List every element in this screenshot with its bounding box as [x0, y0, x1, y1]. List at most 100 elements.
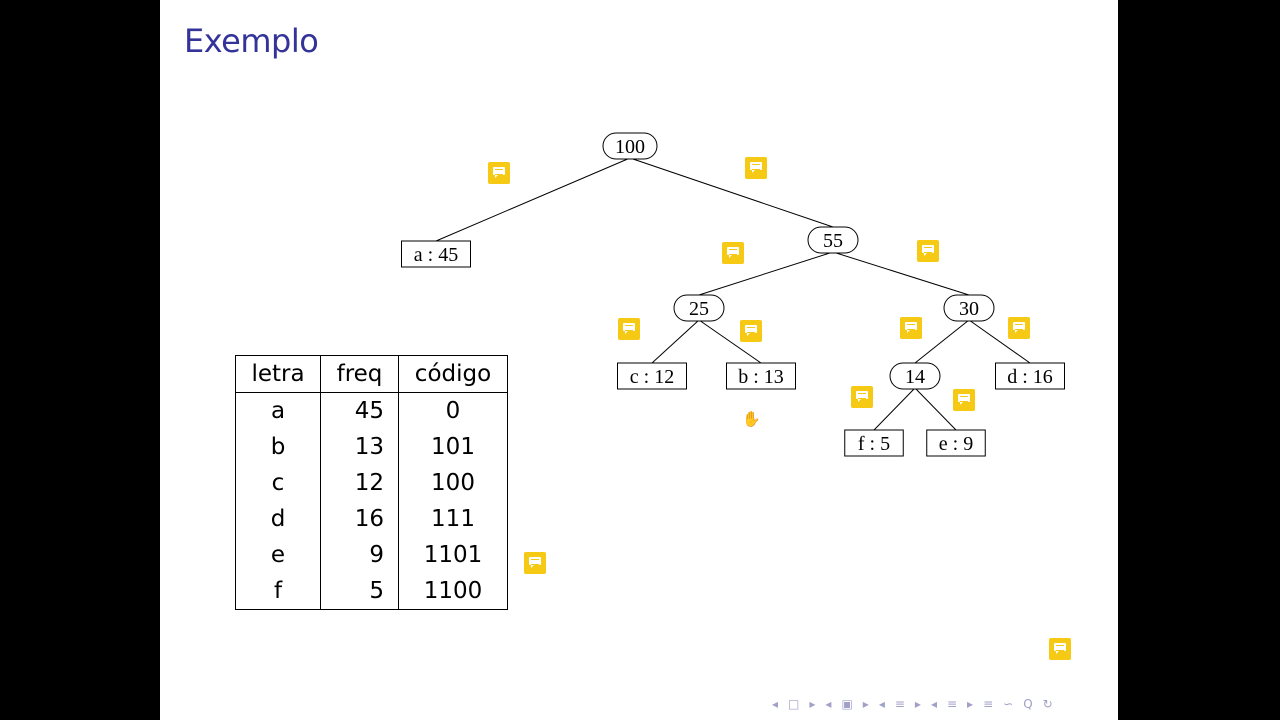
tree-edge	[968, 319, 1031, 364]
comment-note-icon[interactable]	[1049, 638, 1071, 660]
comment-note-icon[interactable]	[745, 157, 767, 179]
tree-edge	[914, 387, 957, 431]
comment-note-icon[interactable]	[524, 552, 546, 574]
node-ellipse	[889, 362, 941, 390]
node-label: f : 5	[858, 433, 890, 455]
node-label: 25	[689, 298, 709, 320]
nav-control[interactable]: ◂	[772, 697, 781, 711]
comment-note-icon[interactable]	[917, 240, 939, 262]
tree-edges	[435, 157, 1031, 431]
leaf-node: a : 45	[401, 240, 471, 268]
node-label: d : 16	[1007, 366, 1053, 388]
comment-note-icon[interactable]	[851, 386, 873, 408]
comment-note-icon[interactable]	[618, 318, 640, 340]
node-ellipse	[943, 294, 995, 322]
nav-control[interactable]: Q	[1023, 697, 1035, 711]
cell-freq: 12	[320, 465, 399, 501]
cell-freq: 9	[320, 537, 399, 573]
leaf-node: f : 5	[844, 429, 904, 457]
table-row: d 16 111	[235, 501, 508, 537]
comment-note-icon[interactable]	[722, 242, 744, 264]
leaf-node: b : 13	[726, 362, 796, 390]
internal-node: 55	[807, 226, 859, 254]
node-ellipse	[602, 132, 658, 160]
table-row: c 12 100	[235, 465, 508, 501]
hand-cursor-icon: ✋	[742, 410, 761, 428]
tree-edge	[698, 251, 834, 296]
node-label: c : 12	[630, 366, 674, 388]
nav-control[interactable]: ↻	[1042, 697, 1055, 711]
comment-note-icon[interactable]	[1008, 317, 1030, 339]
tree-edge	[914, 319, 970, 364]
leaf-node: d : 16	[995, 362, 1065, 390]
tree-edge	[832, 251, 970, 296]
node-ellipse	[673, 294, 725, 322]
node-label: 14	[905, 366, 925, 388]
tree-edge	[873, 387, 916, 431]
cell-codigo: 0	[398, 392, 508, 429]
cell-letra: c	[235, 465, 321, 501]
nav-control[interactable]: ◂	[930, 697, 939, 711]
leaf-box	[617, 362, 687, 390]
nav-control[interactable]: ▸	[862, 697, 871, 711]
cell-letra: e	[235, 537, 321, 573]
cell-codigo: 1100	[398, 573, 508, 610]
table-row: e 9 1101	[235, 537, 508, 573]
table-row: a 45 0	[235, 392, 508, 429]
node-label: 30	[959, 298, 979, 320]
nav-control[interactable]: ▸	[967, 697, 976, 711]
leaf-box	[726, 362, 796, 390]
cell-freq: 13	[320, 429, 399, 465]
header-freq: freq	[320, 355, 399, 393]
cell-letra: d	[235, 501, 321, 537]
tree-nodes: 100 a : 45 55 25 30 c : 12 b : 13 14 d : 16 f : 5…	[401, 132, 1065, 457]
comment-note-icon[interactable]	[740, 320, 762, 342]
tree-edge	[629, 157, 834, 228]
cell-letra: a	[235, 392, 321, 429]
table-header-row: letra freq código	[235, 355, 508, 393]
beamer-navigation-bar[interactable]: ◂ □ ▸ ◂ ▣ ▸ ◂ ≡ ▸ ◂ ≡ ▸ ≡ ∽ Q ↻	[772, 697, 1063, 711]
node-label: 100	[615, 136, 645, 158]
slide: Exemplo 100 a : 45 55 25 30 c : 12 b : 13 14 d :…	[160, 0, 1118, 720]
nav-control[interactable]: ≡	[983, 697, 996, 711]
cell-letra: b	[235, 429, 321, 465]
leaf-node: e : 9	[926, 429, 986, 457]
nav-control[interactable]: □	[788, 697, 802, 711]
nav-control[interactable]: ▸	[914, 697, 923, 711]
nav-control[interactable]: ◂	[878, 697, 887, 711]
nav-control[interactable]: ▸	[809, 697, 818, 711]
leaf-box	[401, 240, 471, 268]
node-label: 55	[823, 230, 843, 252]
frequency-table: letra freq código a 45 0 b 13 101 c 12 1…	[235, 355, 508, 610]
cell-codigo: 100	[398, 465, 508, 501]
cell-freq: 5	[320, 573, 399, 610]
node-label: a : 45	[414, 244, 458, 266]
nav-control[interactable]: ◂	[825, 697, 834, 711]
slide-title: Exemplo	[184, 22, 319, 60]
nav-control[interactable]: ≡	[946, 697, 960, 711]
node-label: e : 9	[939, 433, 973, 455]
leaf-box	[926, 429, 986, 457]
cell-freq: 16	[320, 501, 399, 537]
tree-edge	[651, 319, 700, 364]
huffman-tree: 100 a : 45 55 25 30 c : 12 b : 13 14 d : 16 f : 5…	[401, 132, 1065, 457]
nav-control[interactable]: ∽	[1003, 697, 1016, 711]
comment-note-icon[interactable]	[953, 389, 975, 411]
cell-codigo: 111	[398, 501, 508, 537]
cell-freq: 45	[320, 392, 399, 429]
leaf-box	[844, 429, 904, 457]
node-label: b : 13	[738, 366, 784, 388]
leaf-node: c : 12	[617, 362, 687, 390]
node-ellipse	[807, 226, 859, 254]
table-row: f 5 1100	[235, 573, 508, 610]
nav-control[interactable]: ▣	[841, 697, 855, 711]
internal-node: 25	[673, 294, 725, 322]
table-row: b 13 101	[235, 429, 508, 465]
comment-note-icon[interactable]	[900, 317, 922, 339]
tree-edge	[698, 319, 762, 364]
header-letra: letra	[235, 355, 321, 393]
comment-note-icon[interactable]	[488, 162, 510, 184]
cell-letra: f	[235, 573, 321, 610]
internal-node: 100	[602, 132, 658, 160]
nav-control[interactable]: ≡	[894, 697, 907, 711]
